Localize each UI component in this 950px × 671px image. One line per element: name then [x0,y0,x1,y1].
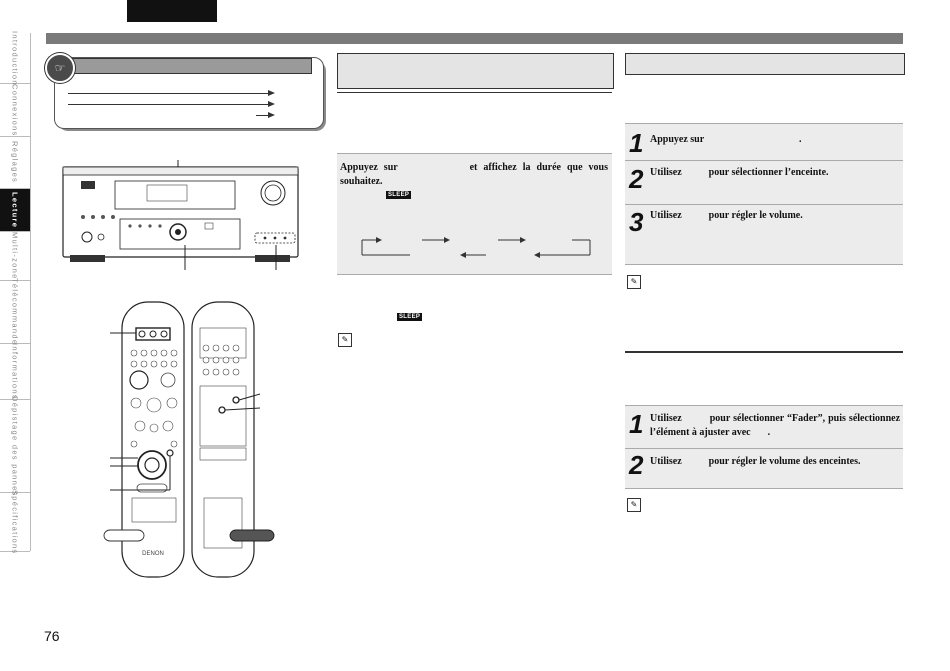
step-number: 1 [629,409,644,439]
sleep-indicator-badge: SLEEP [386,191,412,199]
side-nav-reglages[interactable]: Réglages [0,137,30,189]
side-nav-label: Connexions [10,83,20,137]
step-separator [625,448,903,449]
side-nav-connexions[interactable]: Connexions [0,84,30,137]
step-text: Appuyez sur . [650,133,802,147]
side-nav-label: Télécommande [10,278,20,346]
side-nav: Introduction Connexions Réglages Lecture… [0,30,31,555]
hint-arrow-line [68,104,268,105]
side-nav-specifications[interactable]: Spécifications [0,489,30,555]
step-number: 2 [629,450,644,480]
header-bar [46,33,903,44]
step-text-b: pour régler le volume. [708,210,803,221]
receiver-illustration [62,160,299,270]
step-text-a: Utilisez [650,456,682,467]
step-text-a: Utilisez [650,210,682,221]
side-nav-label: Spécifications [10,489,20,555]
arrow-right-icon [268,112,275,118]
remote-controls-illustration: DENON [103,301,275,578]
fader-step-band [625,405,903,489]
step-text-b: pour régler le volume des enceintes. [708,456,861,467]
step-text: Utilisez pour régler le volume des encei… [650,455,860,469]
side-nav-lecture[interactable]: Lecture [0,189,30,232]
side-nav-introduction[interactable]: Introduction [0,30,30,86]
arrow-right-icon [268,101,275,107]
remote-hint-icon: ☞ [45,53,75,83]
sleep-step-text: Appuyez sur et affichez la durée que vou… [340,161,608,189]
page-number: 76 [44,628,60,644]
step-text-a: Utilisez [650,167,682,178]
side-nav-informations[interactable]: Informations [0,343,30,400]
step-number: 1 [629,128,644,158]
pencil-note-icon: ✎ [627,275,641,289]
step-text-a: Appuyez sur [650,134,704,145]
hint-arrow-line [68,93,268,94]
pencil-note-icon: ✎ [338,333,352,347]
step-text-b: pour sélectionner l’enceinte. [708,167,829,178]
side-nav-label: Réglages [10,141,20,184]
sleep-timer-section-heading [337,53,614,89]
side-nav-label: Informations [10,343,20,400]
step-separator [625,160,903,161]
arrow-right-icon [268,90,275,96]
hint-arrow-line [256,115,268,116]
side-nav-label: Lecture [10,191,20,229]
step-text: Utilisez pour régler le volume. [650,209,803,223]
hint-title-bar [72,58,312,74]
side-nav-multizone[interactable]: Multi-zone [0,232,30,281]
side-nav-label: Dépistage des pannes [10,395,20,497]
pencil-note-icon: ✎ [627,498,641,512]
sleep-step-text-a: Appuyez sur [340,162,398,173]
step-separator [625,204,903,205]
sleep-cycle-diagram [361,237,591,258]
language-tab [127,0,217,22]
side-nav-label: Introduction [10,30,20,86]
svg-text:DENON: DENON [142,551,164,557]
section-divider [337,92,612,93]
channel-level-step-band [625,123,903,265]
channel-level-section-heading [625,53,905,75]
sleep-indicator-badge-2: SLEEP [397,313,423,321]
step-text-a: Utilisez [650,413,682,424]
side-nav-depistage[interactable]: Dépistage des pannes [0,396,30,496]
step-text: Utilisez pour sélectionner “Fader”, puis… [650,412,900,440]
step-text-b: pour sélectionner “Fader”, puis sélectio… [650,413,901,438]
sleep-step-text-b: et affichez la durée que vous souhaitez. [340,162,609,187]
step-text-c: . [767,427,771,438]
step-text: Utilisez pour sélectionner l’enceinte. [650,166,829,180]
step-number: 3 [629,207,644,237]
side-nav-telecommande[interactable]: Télécommande [0,278,30,346]
section-divider [625,351,903,353]
side-nav-label: Multi-zone [10,232,20,280]
step-number: 2 [629,164,644,194]
step-text-b: . [799,134,802,145]
